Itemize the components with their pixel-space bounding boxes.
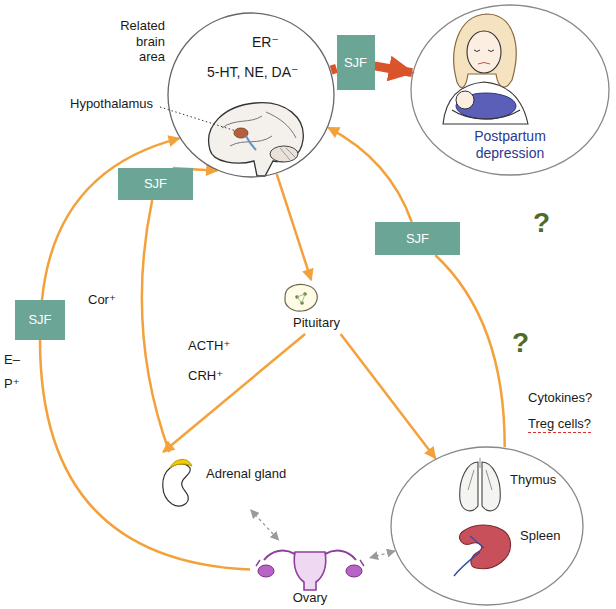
circle-outline [390,446,584,606]
sjf-box: SJF [15,300,65,340]
node-text: Pituitary [293,315,340,331]
annotation-label: Treg cells? [528,416,591,433]
spleen-icon [454,525,511,576]
interaction-arrow [370,551,395,558]
sjf-box: SJF [337,35,375,90]
pathway-arrow [142,200,169,452]
annotation-label: ACTH⁺ [188,338,230,354]
node-text: Spleen [520,528,560,544]
question-mark: ? [533,206,550,240]
node-text: Thymus [510,472,556,488]
annotation-label: Cor⁺ [88,292,116,308]
circle-outline [167,12,335,178]
node-text: Related brain area [108,18,165,65]
node-text: Adrenal gland [206,466,286,482]
pathway-arrow [163,334,305,452]
annotation-label: E– [4,352,20,368]
immune-organ-circle: ThymusSpleen [390,446,584,606]
node-text: 5-HT, NE, DA⁻ [207,64,298,81]
pathway-arrow [40,340,250,570]
sjf-box: SJF [375,222,460,255]
question-mark: ? [512,326,529,360]
thymus-icon [460,458,501,511]
pathway-arrow [328,128,412,222]
pathway-arrow [277,174,312,280]
mother-figure [443,14,528,124]
annotation-label: CRH⁺ [188,368,223,384]
outcome-circle: Postpartum depression [410,4,610,176]
sjf-box: SJF [118,168,193,200]
adrenal-node: Adrenal gland [158,452,290,510]
outcome-arrow [375,66,413,73]
node-text: SJF [344,55,367,71]
brain-area-circle: Related brain areaER⁻5-HT, NE, DA⁻ [167,12,335,178]
pituitary-icon [285,285,317,312]
pathway-arrow [341,334,436,458]
node-text: SJF [406,231,429,247]
interaction-arrow [251,510,279,540]
node-text: Ovary [250,590,370,606]
pathway-arrow [42,138,179,300]
annotation-label: P⁺ [4,376,20,392]
node-text: ER⁻ [252,34,279,51]
annotation-label: Cytokines? [528,390,592,406]
pituitary-node: Pituitary [275,280,365,334]
node-text: Postpartum depression [460,128,560,162]
uterus-ovary-icon [256,551,364,590]
annotation-label: Hypothalamus [70,96,153,112]
node-text: SJF [28,312,51,328]
adrenal-kidney-icon [163,459,192,506]
brain-sketch [209,103,304,176]
ovary-node: Ovary [250,540,370,608]
pathway-arrow [435,255,505,447]
node-text: SJF [144,176,167,192]
